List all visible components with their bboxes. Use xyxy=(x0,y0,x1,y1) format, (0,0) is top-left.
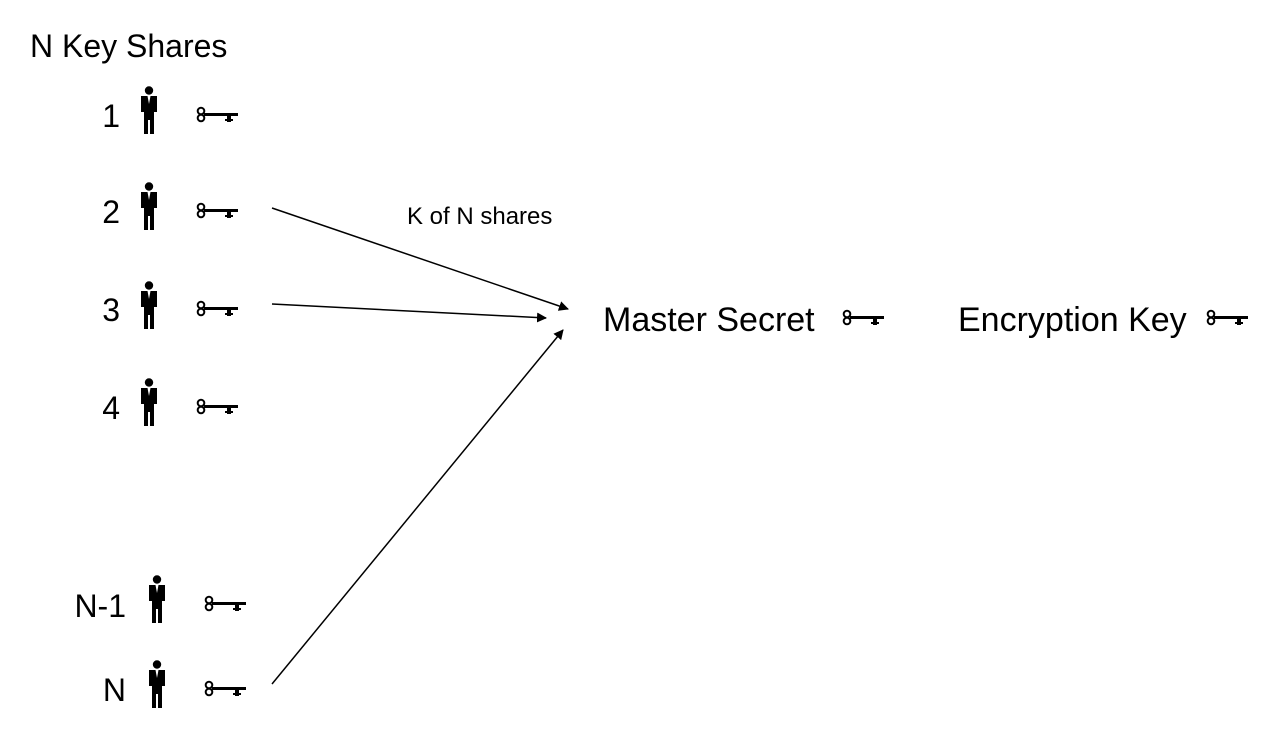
person-icon xyxy=(141,378,157,426)
key-icon xyxy=(196,398,238,415)
arrow-share-n xyxy=(271,329,564,685)
diagram-title: N Key Shares xyxy=(30,28,228,64)
share-label-n: N xyxy=(102,672,126,708)
key-icon xyxy=(196,300,238,317)
person-icon xyxy=(141,86,157,134)
arrow-share-2 xyxy=(271,207,569,311)
person-icon xyxy=(141,182,157,230)
key-icon xyxy=(196,106,238,123)
master-secret-label: Master Secret xyxy=(603,301,815,339)
key-icon xyxy=(196,202,238,219)
share-label-1: 1 xyxy=(102,98,120,134)
share-label-n-minus-1: N-1 xyxy=(74,588,126,624)
share-label-2: 2 xyxy=(102,194,120,230)
person-icon xyxy=(149,660,165,708)
person-icon xyxy=(149,575,165,623)
encryption-key-label: Encryption Key xyxy=(958,301,1187,339)
key-icon xyxy=(204,595,246,612)
person-icon xyxy=(141,281,157,329)
arrow-share-3 xyxy=(271,303,547,323)
key-icon xyxy=(842,309,884,326)
key-icon xyxy=(204,680,246,697)
arrow-label: K of N shares xyxy=(407,203,553,230)
key-icon xyxy=(1206,309,1248,326)
share-label-4: 4 xyxy=(102,390,120,426)
share-label-3: 3 xyxy=(102,292,120,328)
